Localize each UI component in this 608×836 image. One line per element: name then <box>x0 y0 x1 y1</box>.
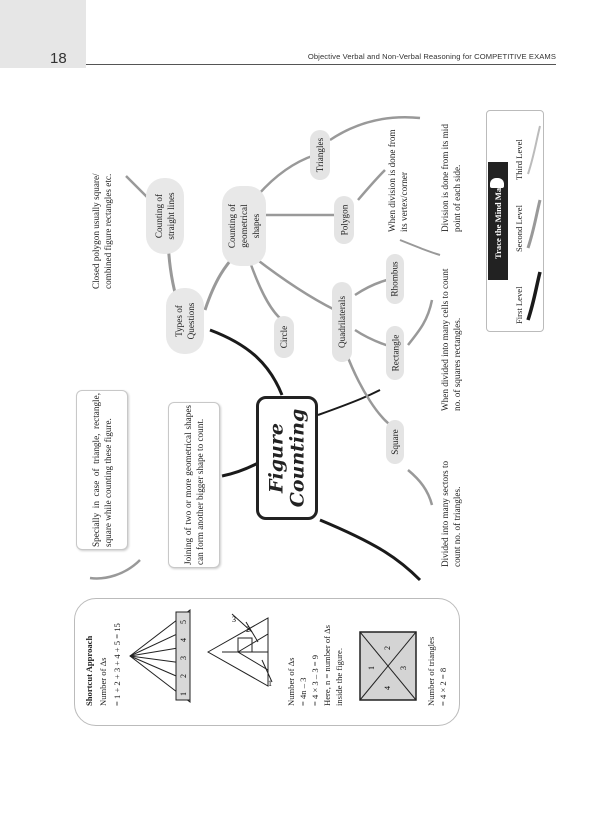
square-label: 3 <box>399 666 408 670</box>
connector-center-joining <box>221 460 261 478</box>
count-line1: = 4n – 3 <box>298 677 308 706</box>
count-line2: = 4 × 3 – 3 = 9 <box>310 654 320 706</box>
node-quadrilaterals: Quadrilaterals <box>332 282 352 362</box>
legend-third-level: Third Level <box>514 139 524 180</box>
center-node: Figure Counting <box>256 396 318 520</box>
tri-label: 3 <box>232 615 236 624</box>
text-straight-lines-note: Closed polygon usually square/ combined … <box>91 173 113 289</box>
shortcut-line1: Number of Δs <box>98 657 108 707</box>
label-quadrilaterals: Quadrilaterals <box>337 295 348 349</box>
legend-second-level: Second Level <box>514 204 524 252</box>
note-special: Specially in case of triangle, rectangle… <box>76 390 128 550</box>
text-square-note: Divided into many sectors to count no. o… <box>440 460 462 567</box>
fan-label: 2 <box>179 674 188 678</box>
tri-label: 1 <box>268 679 272 688</box>
tri-label: 2 <box>246 625 250 634</box>
nested-triangle-figure: 3 2 1 <box>206 613 273 688</box>
note-straight-lines: Closed polygon usually square/ combined … <box>80 136 124 292</box>
node-triangles: Triangles <box>310 130 330 180</box>
connector-geom-quad <box>254 257 336 312</box>
center-title-line1: Figure <box>265 423 287 493</box>
fan-label: 1 <box>179 692 188 696</box>
legend-title: Trace the Mind Map <box>493 183 504 259</box>
connector-center-right <box>317 389 381 416</box>
count-line3: Here, n = number of Δs <box>322 624 332 706</box>
page-number: 18 <box>50 50 67 67</box>
count-title: Number of Δs <box>286 657 296 707</box>
shortcut-title: Shortcut Approach <box>84 635 94 706</box>
connector-rect-note <box>407 299 434 346</box>
legend-first-level: First Level <box>514 286 524 324</box>
connector-geom-triangles <box>257 153 316 196</box>
node-rhombus: Rhombus <box>386 254 404 304</box>
text-joining-note: Joining of two or more geometrical shape… <box>183 405 205 565</box>
fan-label: 4 <box>179 638 188 642</box>
label-polygon: Polygon <box>339 204 350 236</box>
node-polygon: Polygon <box>334 196 354 244</box>
text-polygon-vertex-note: When division is done from its vertex/co… <box>387 129 409 232</box>
legend-bird-icon <box>490 178 504 188</box>
fan-label: 3 <box>179 656 188 660</box>
fan-triangle-figure: 1 2 3 4 5 <box>129 608 191 704</box>
connector-joining-special <box>89 559 141 580</box>
note-square: Divided into many sectors to count no. o… <box>432 444 470 568</box>
shortcut-line2: = 1 + 2 + 3 + 4 + 5 = 15 <box>112 623 122 706</box>
connector-center-types <box>209 328 284 396</box>
label-triangles: Triangles <box>315 137 325 173</box>
connector-geom-circle <box>248 261 283 321</box>
square-label: 4 <box>383 686 392 690</box>
running-head: Objective Verbal and Non-Verbal Reasonin… <box>307 52 556 61</box>
square-label: 1 <box>367 666 376 670</box>
text-rect-note: When divided into many cells to count no… <box>440 268 462 411</box>
text-polygon-mid-note: Division is done from its mid point of e… <box>440 124 462 232</box>
node-counting-geometrical: Counting of geometrical shapes <box>222 186 266 266</box>
label-rectangle: Rectangle <box>390 334 401 372</box>
note-polygon-mid: Division is done from its mid point of e… <box>432 108 470 234</box>
square-count-title: Number of triangles <box>426 636 436 706</box>
connector-triangles-top <box>329 115 421 142</box>
connector-polygon-notes <box>357 169 386 201</box>
header-rule <box>86 64 556 65</box>
fan-label: 5 <box>179 620 188 624</box>
count-line4: inside the figure. <box>334 648 344 706</box>
connector-center-bottom <box>319 518 422 582</box>
connector-right-third <box>399 239 441 256</box>
node-counting-straight-lines: Counting of straight lines <box>146 178 184 254</box>
label-counting-straight-lines: Counting of straight lines <box>154 192 176 240</box>
node-square: Square <box>386 420 404 464</box>
connector-square-note <box>407 469 434 506</box>
node-circle: Circle <box>274 316 294 358</box>
center-title-line2: Counting <box>286 408 308 508</box>
legend-title-box: Trace the Mind Map <box>488 162 508 280</box>
legend-level-lines <box>526 125 542 321</box>
note-joining: Joining of two or more geometrical shape… <box>168 402 220 568</box>
square-count-line1: = 4 × 2 = 8 <box>438 667 448 706</box>
divided-square-figure: 1 2 3 4 <box>359 631 417 701</box>
node-types-of-questions: Types of Questions <box>166 288 204 354</box>
text-special-note: Specially in case of triangle, rectangle… <box>91 393 113 547</box>
label-rhombus: Rhombus <box>390 261 401 297</box>
page-corner-tab <box>0 0 86 68</box>
label-counting-geometrical: Counting of geometrical shapes <box>227 203 261 249</box>
square-label: 2 <box>383 646 392 650</box>
note-rect: When divided into many cells to count no… <box>432 262 470 412</box>
label-square: Square <box>390 429 401 455</box>
node-rectangle: Rectangle <box>386 326 404 380</box>
label-types-of-questions: Types of Questions <box>174 302 196 340</box>
note-polygon-vertex: When division is done from its vertex/co… <box>380 124 416 234</box>
label-circle: Circle <box>279 325 290 349</box>
